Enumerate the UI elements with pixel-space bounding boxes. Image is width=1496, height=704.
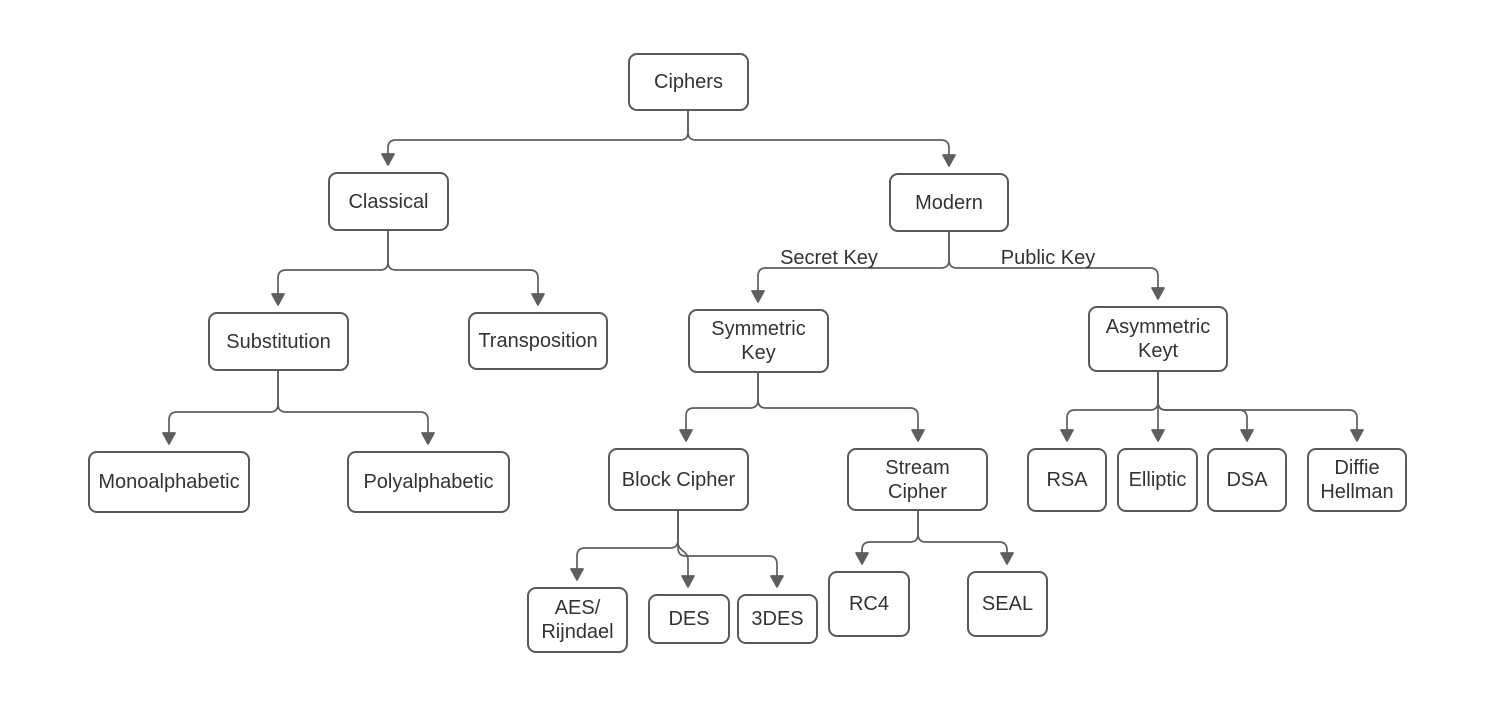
node-rsa: RSA: [1027, 448, 1107, 512]
node-asymmetric-key: Asymmetric Keyt: [1088, 306, 1228, 372]
node-transposition: Transposition: [468, 312, 608, 370]
arrowhead: [1151, 287, 1165, 300]
node-label: DES: [668, 608, 710, 630]
arrowhead: [531, 293, 545, 306]
node-label: 3DES: [751, 608, 804, 630]
node-label: Symmetric Key: [711, 318, 806, 364]
node-ciphers: Ciphers: [628, 53, 749, 111]
edge-classical-substitution: [277, 231, 389, 295]
node-label: Substitution: [226, 330, 331, 353]
edge-modern-asymmetric: [948, 232, 1159, 289]
arrowhead: [570, 568, 584, 581]
node-label: Stream Cipher: [885, 456, 950, 503]
edge-asymmetric-diffie: [1157, 372, 1358, 431]
arrowhead: [1350, 429, 1364, 442]
edge-block-3des: [677, 511, 778, 577]
edge-stream-seal: [917, 511, 1008, 554]
node-label: RC4: [848, 593, 889, 615]
node-monoalphabetic: Monoalphabetic: [88, 451, 250, 513]
arrowhead: [679, 429, 693, 442]
node-label: AES/ Rijndael: [541, 597, 614, 643]
node-label: Monoalphabetic: [98, 471, 240, 493]
arrowhead: [855, 552, 869, 565]
node-label: Elliptic: [1128, 469, 1187, 491]
node-substitution: Substitution: [208, 312, 349, 371]
node-label: Asymmetric Keyt: [1105, 316, 1211, 362]
node-label: Ciphers: [654, 71, 723, 93]
node-elliptic: Elliptic: [1117, 448, 1198, 512]
node-stream-cipher: Stream Cipher: [847, 448, 988, 511]
edge-ciphers-classical: [387, 111, 689, 155]
node-label: Polyalphabetic: [363, 471, 494, 493]
arrowhead: [1060, 429, 1074, 442]
arrowhead: [1151, 429, 1165, 442]
node-label: Transposition: [478, 330, 598, 352]
arrowhead: [1240, 429, 1254, 442]
node-diffie-hellman: Diffie Hellman: [1307, 448, 1407, 512]
node-label: Diffie Hellman: [1320, 457, 1394, 503]
edge-label-public-key: Public Key: [1000, 247, 1096, 269]
node-label: RSA: [1046, 469, 1088, 491]
node-3des: 3DES: [737, 594, 818, 644]
node-label: Block Cipher: [621, 468, 736, 491]
node-rc4: RC4: [828, 571, 910, 637]
arrowhead: [681, 575, 695, 588]
edge-asymmetric-rsa: [1066, 372, 1159, 431]
node-aes-rijndael: AES/ Rijndael: [527, 587, 628, 653]
edge-substitution-monoalphabetic: [168, 371, 279, 434]
arrowhead: [942, 154, 956, 167]
arrowhead: [751, 290, 765, 303]
node-label: DSA: [1226, 469, 1268, 491]
edge-substitution-polyalphabetic: [277, 371, 429, 434]
node-classical: Classical: [328, 172, 449, 231]
node-polyalphabetic: Polyalphabetic: [347, 451, 510, 513]
edge-block-aes: [576, 511, 679, 570]
arrowhead: [271, 293, 285, 306]
edge-classical-transposition: [387, 231, 539, 295]
node-modern: Modern: [889, 173, 1009, 232]
edge-symmetric-block: [685, 373, 759, 431]
edge-ciphers-modern: [687, 111, 950, 156]
arrowhead: [911, 429, 925, 442]
node-symmetric-key: Symmetric Key: [688, 309, 829, 373]
arrowhead: [162, 432, 176, 445]
edge-symmetric-stream: [757, 373, 919, 431]
arrowhead: [421, 432, 435, 445]
node-block-cipher: Block Cipher: [608, 448, 749, 511]
node-dsa: DSA: [1207, 448, 1287, 512]
node-label: Modern: [915, 191, 983, 214]
node-seal: SEAL: [967, 571, 1048, 637]
edge-block-des: [677, 511, 689, 577]
edge-label-secret-key: Secret Key: [780, 247, 878, 269]
edge-stream-rc4: [861, 511, 919, 554]
arrowhead: [770, 575, 784, 588]
arrowhead: [381, 153, 395, 166]
node-des: DES: [648, 594, 730, 644]
edge-asymmetric-dsa: [1157, 372, 1248, 431]
node-label: SEAL: [981, 593, 1034, 615]
arrowhead: [1000, 552, 1014, 565]
node-label: Classical: [348, 190, 429, 213]
